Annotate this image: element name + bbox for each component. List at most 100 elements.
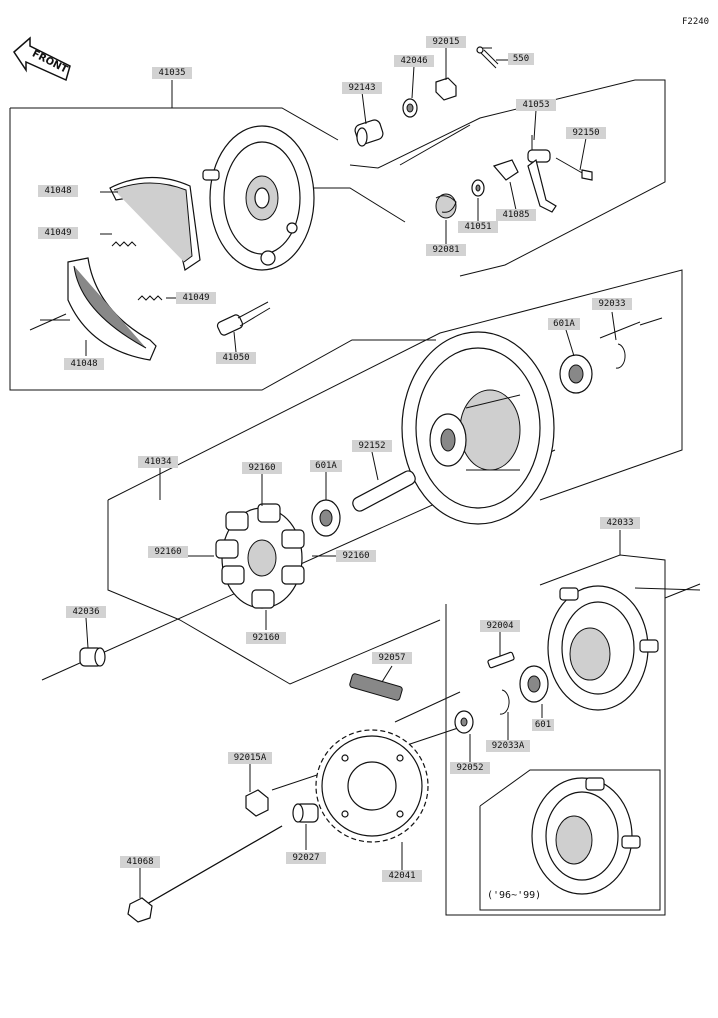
callout-42046: 42046	[394, 55, 434, 67]
rear-sprocket-42041	[315, 729, 429, 843]
brake-springs	[111, 241, 163, 301]
coupling-damper	[215, 503, 305, 609]
svg-text:92160: 92160	[154, 547, 181, 557]
brake-group-outline	[9, 79, 666, 391]
svg-text:601: 601	[535, 720, 551, 730]
svg-text:92057: 92057	[378, 653, 405, 663]
svg-text:41048: 41048	[70, 359, 97, 369]
callout-92052: 92052	[450, 762, 490, 774]
brake-lever-41053	[527, 135, 557, 213]
callout-601: 601	[532, 719, 554, 731]
svg-text:92150: 92150	[572, 128, 599, 138]
callout-550: 550	[508, 53, 534, 65]
bearing-601	[519, 665, 549, 703]
hub-group-outline	[107, 269, 683, 685]
callout-41050: 41050	[216, 352, 256, 364]
nut-92015	[435, 77, 457, 101]
svg-text:92033: 92033	[598, 299, 625, 309]
svg-text:41034: 41034	[144, 457, 171, 467]
svg-text:92152: 92152	[358, 441, 385, 451]
collar-92027	[292, 803, 319, 823]
spacer-92152	[352, 470, 416, 512]
svg-text:92160: 92160	[252, 633, 279, 643]
svg-text:41035: 41035	[158, 68, 185, 78]
svg-text:41049: 41049	[44, 228, 71, 238]
svg-text:92004: 92004	[486, 621, 513, 631]
callout-41051: 41051	[458, 221, 498, 233]
callout-601a-right: 601A	[548, 318, 580, 330]
svg-text:42036: 42036	[72, 607, 99, 617]
collar-92143	[354, 119, 384, 147]
callout-92152: 92152	[352, 440, 392, 452]
svg-text:42046: 42046	[400, 56, 427, 66]
svg-text:92052: 92052	[456, 763, 483, 773]
spring-92081	[435, 193, 457, 219]
callout-92004: 92004	[480, 620, 520, 632]
svg-text:92027: 92027	[292, 853, 319, 863]
svg-text:41068: 41068	[126, 857, 153, 867]
svg-text:601A: 601A	[315, 461, 337, 471]
year-note: ('96~'99)	[487, 890, 541, 901]
svg-text:92143: 92143	[348, 83, 375, 93]
callout-42041: 42041	[382, 870, 422, 882]
callout-41048-lower: 41048	[64, 358, 104, 370]
callout-92033: 92033	[592, 298, 632, 310]
callout-92143: 92143	[342, 82, 382, 94]
svg-text:41053: 41053	[522, 100, 549, 110]
callout-92015: 92015	[426, 36, 466, 48]
svg-text:92015A: 92015A	[234, 753, 267, 763]
circlip-92033a	[499, 689, 510, 715]
callout-92160-top: 92160	[242, 462, 282, 474]
callout-92015a: 92015A	[228, 752, 272, 764]
svg-text:41085: 41085	[502, 210, 529, 220]
svg-text:92160: 92160	[342, 551, 369, 561]
svg-text:41049: 41049	[182, 293, 209, 303]
callout-41049-upper: 41049	[38, 227, 78, 239]
brake-cam	[216, 301, 271, 336]
svg-text:41048: 41048	[44, 186, 71, 196]
sprocket-hub-group-outline	[445, 530, 701, 916]
callout-92027: 92027	[286, 852, 326, 864]
stud-92004	[487, 651, 515, 669]
wheel-hub	[401, 331, 555, 525]
callout-41049-lower: 41049	[176, 292, 216, 304]
washer-92052	[454, 710, 474, 734]
washer-41051	[471, 179, 485, 197]
bearing-601a-right	[559, 354, 593, 394]
indicator-41085	[492, 159, 519, 181]
callout-41053: 41053	[516, 99, 556, 111]
brake-shoe-upper	[109, 176, 201, 271]
svg-text:92160: 92160	[248, 463, 275, 473]
callout-601a-left: 601A	[310, 460, 342, 472]
brake-shoe-lower	[67, 257, 157, 361]
variant-sprocket-hub	[531, 777, 641, 895]
nut-92015a	[245, 789, 269, 817]
brake-panel	[202, 125, 315, 271]
callout-41035: 41035	[152, 67, 192, 79]
callout-92160-right: 92160	[336, 550, 376, 562]
callout-92057: 92057	[372, 652, 412, 664]
callout-41085: 41085	[496, 209, 536, 221]
svg-text:42033: 42033	[606, 518, 633, 528]
figure-code: F2240	[682, 17, 709, 27]
callout-92160-bottom: 92160	[246, 632, 286, 644]
front-arrow: FRONT	[13, 36, 71, 82]
washer-42046	[402, 98, 418, 118]
callout-92150: 92150	[566, 127, 606, 139]
svg-text:41051: 41051	[464, 222, 491, 232]
callout-41034: 41034	[138, 456, 178, 468]
svg-text:92015: 92015	[432, 37, 459, 47]
sprocket-hub	[547, 585, 659, 711]
leader-lines	[85, 46, 617, 898]
callout-92081: 92081	[426, 244, 466, 256]
svg-text:550: 550	[513, 54, 529, 64]
bolt-92150	[555, 157, 593, 181]
bearing-601a-left	[311, 499, 341, 537]
callout-41048-upper: 41048	[38, 185, 78, 197]
svg-text:601A: 601A	[553, 319, 575, 329]
part-labels: 41035 42046 92015 550 92143 41053 92150 …	[38, 36, 640, 882]
circlip-92033	[615, 343, 626, 369]
svg-text:92033A: 92033A	[492, 741, 525, 751]
axle-41068	[127, 825, 283, 923]
